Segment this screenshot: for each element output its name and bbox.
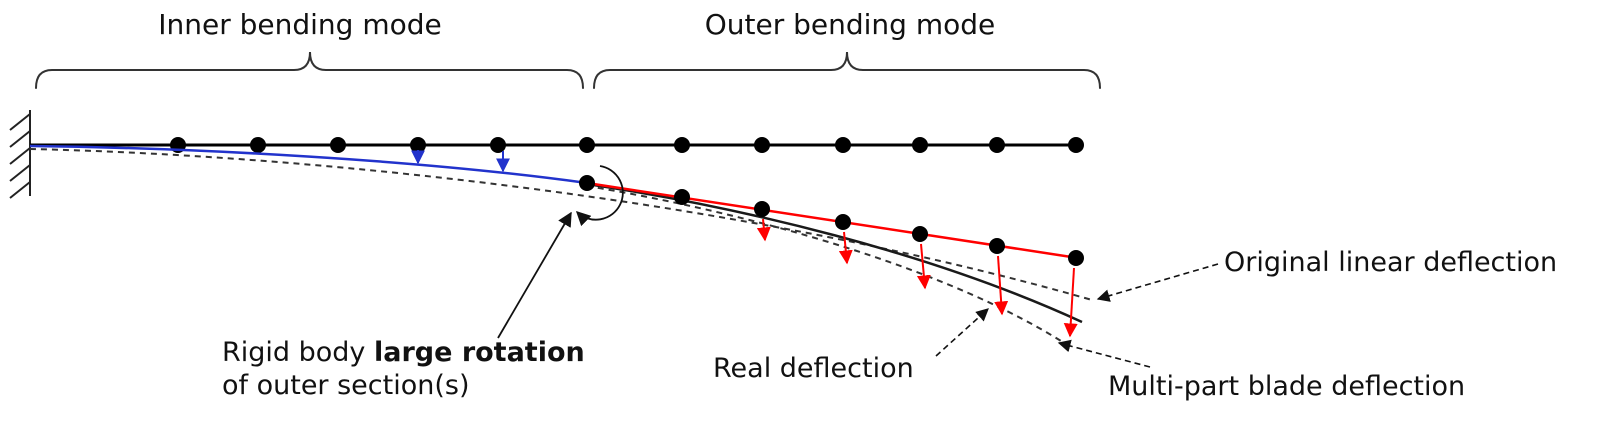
deflected-node-dot — [754, 201, 770, 217]
deflected-node-dot — [835, 214, 851, 230]
correction-arrow — [756, 218, 771, 242]
beam-node-dot — [579, 137, 595, 153]
correction-arrow — [916, 243, 931, 290]
outer-mode-brace — [593, 51, 1101, 89]
inner-bending-mode-label: Inner bending mode — [158, 8, 442, 41]
deflected-node-dot — [579, 175, 595, 191]
beam-node-dot — [835, 137, 851, 153]
beam-node-dot — [490, 137, 506, 153]
beam-node-dot — [410, 137, 426, 153]
correction-arrow — [994, 255, 1009, 316]
outer-bending-mode-label: Outer bending mode — [704, 8, 996, 41]
deflected-node-dot — [674, 189, 690, 205]
deflected-node-dot — [1068, 250, 1084, 266]
fixed-support-hatching — [9, 110, 31, 199]
beam-node-dot — [330, 137, 346, 153]
beam-node-dot — [754, 137, 770, 153]
real-deflection-label: Real deflection — [713, 353, 914, 384]
beam-node-dot — [250, 137, 266, 153]
original-linear-annotation-arrow — [1096, 263, 1219, 302]
beam-node-dot — [912, 137, 928, 153]
deflected-node-dots — [579, 175, 1084, 266]
deflected-node-dot — [912, 226, 928, 242]
rigid-body-label: Rigid body large rotation of outer secti… — [222, 336, 585, 402]
beam-node-dot — [1068, 137, 1084, 153]
original-linear-deflection-label: Original linear deflection — [1224, 247, 1558, 278]
multipart-deflection-label: Multi-part blade deflection — [1108, 371, 1466, 402]
original-linear-deflection-curve — [29, 148, 1093, 301]
rigid-body-annotation-arrow — [497, 211, 572, 339]
inner-mode-brace — [35, 51, 584, 89]
correction-arrows — [756, 218, 1078, 338]
beam-node-dot — [674, 137, 690, 153]
inner-deflection-arrows — [411, 150, 510, 173]
beam-node-dots — [170, 137, 1084, 153]
rotation-arrow — [575, 165, 624, 227]
correction-arrow — [1063, 267, 1078, 338]
rigid-body-label-line2: of outer section(s) — [222, 370, 470, 401]
inner-deflection-curve — [29, 144, 588, 185]
deflected-node-dot — [989, 238, 1005, 254]
beam-node-dot — [989, 137, 1005, 153]
multipart-annotation-arrow — [1057, 339, 1151, 368]
rigid-body-label-line1: Rigid body large rotation — [222, 337, 585, 368]
real-deflection-annotation-arrow — [935, 308, 989, 357]
correction-arrow — [838, 231, 853, 265]
real-deflection-curve — [586, 182, 1083, 324]
